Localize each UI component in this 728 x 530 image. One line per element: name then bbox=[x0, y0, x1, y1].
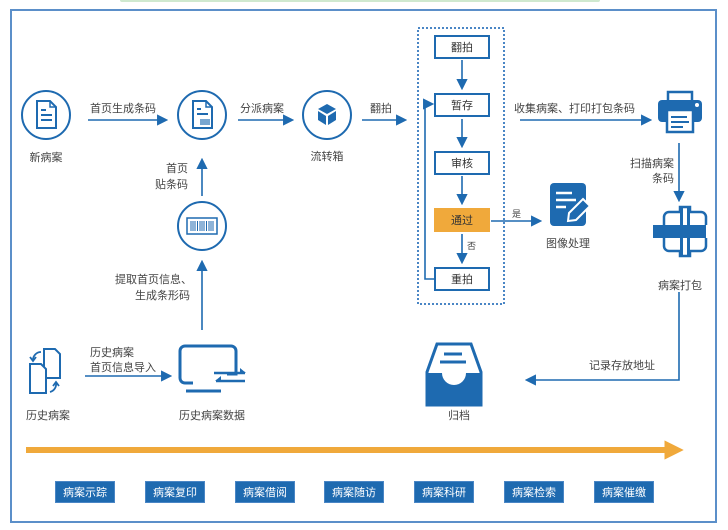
barcode-document-icon bbox=[177, 90, 227, 140]
box-icon bbox=[302, 90, 352, 140]
edge-paste-label-2: 贴条码 bbox=[155, 178, 188, 191]
diagram-frame bbox=[10, 9, 717, 523]
history-case-label: 历史病案 bbox=[26, 409, 70, 422]
case-borrow-button[interactable]: 病案借阅 bbox=[235, 481, 295, 503]
new-case-icon bbox=[21, 90, 71, 140]
edge-import-label-2: 首页信息导入 bbox=[90, 361, 156, 374]
image-processing-label: 图像处理 bbox=[546, 237, 590, 250]
case-tracking-button[interactable]: 病案示踪 bbox=[55, 481, 115, 503]
edge-record-address-label: 记录存放地址 bbox=[589, 359, 655, 372]
edge-paste-label-1: 首页 bbox=[166, 162, 188, 175]
package-icon bbox=[653, 205, 708, 258]
case-reminder-button[interactable]: 病案催缴 bbox=[594, 481, 654, 503]
edge-collect-print-label: 收集病案、打印打包条码 bbox=[514, 102, 635, 115]
step-reshoot: 翻拍 bbox=[434, 35, 490, 59]
history-data-label: 历史病案数据 bbox=[179, 409, 245, 422]
archive-tray-icon bbox=[425, 342, 483, 407]
step-temp-store: 暂存 bbox=[434, 93, 490, 117]
case-followup-button[interactable]: 病案随访 bbox=[324, 481, 384, 503]
printer-icon bbox=[658, 90, 702, 134]
case-copy-button[interactable]: 病案复印 bbox=[145, 481, 205, 503]
arrow-record-address bbox=[524, 292, 680, 386]
edge-scan-label-1: 扫描病案 bbox=[630, 157, 674, 170]
edge-import-label-1: 历史病案 bbox=[90, 346, 134, 359]
dispatch-box-label: 流转箱 bbox=[310, 150, 344, 163]
case-research-button[interactable]: 病案科研 bbox=[414, 481, 474, 503]
edge-no-label: 否 bbox=[467, 242, 477, 252]
edge-dispatch-label: 分派病案 bbox=[240, 102, 284, 115]
edge-generate-barcode-label: 首页生成条码 bbox=[90, 102, 156, 115]
edge-yes-label: 是 bbox=[512, 210, 522, 220]
image-edit-icon bbox=[550, 183, 592, 226]
step-review: 审核 bbox=[434, 151, 490, 175]
workflow-container bbox=[417, 27, 505, 305]
edge-scan-label-2: 条码 bbox=[652, 172, 674, 185]
history-docs-icon bbox=[29, 348, 61, 394]
archive-label: 归档 bbox=[448, 409, 470, 422]
arrow-loop-back bbox=[423, 98, 435, 280]
edge-reshoot-label: 翻拍 bbox=[370, 102, 392, 115]
new-case-label: 新病案 bbox=[29, 151, 63, 164]
edge-extract-label-2: 生成条形码 bbox=[135, 289, 190, 302]
barcode-icon bbox=[177, 201, 227, 251]
step-retake: 重拍 bbox=[434, 267, 490, 291]
case-packing-label: 病案打包 bbox=[658, 279, 702, 292]
case-search-button[interactable]: 病案检索 bbox=[504, 481, 564, 503]
top-accent-bar bbox=[120, 0, 600, 2]
step-pass: 通过 bbox=[434, 208, 490, 232]
monitor-sync-icon bbox=[178, 344, 246, 393]
edge-extract-label-1: 提取首页信息、 bbox=[115, 273, 192, 286]
